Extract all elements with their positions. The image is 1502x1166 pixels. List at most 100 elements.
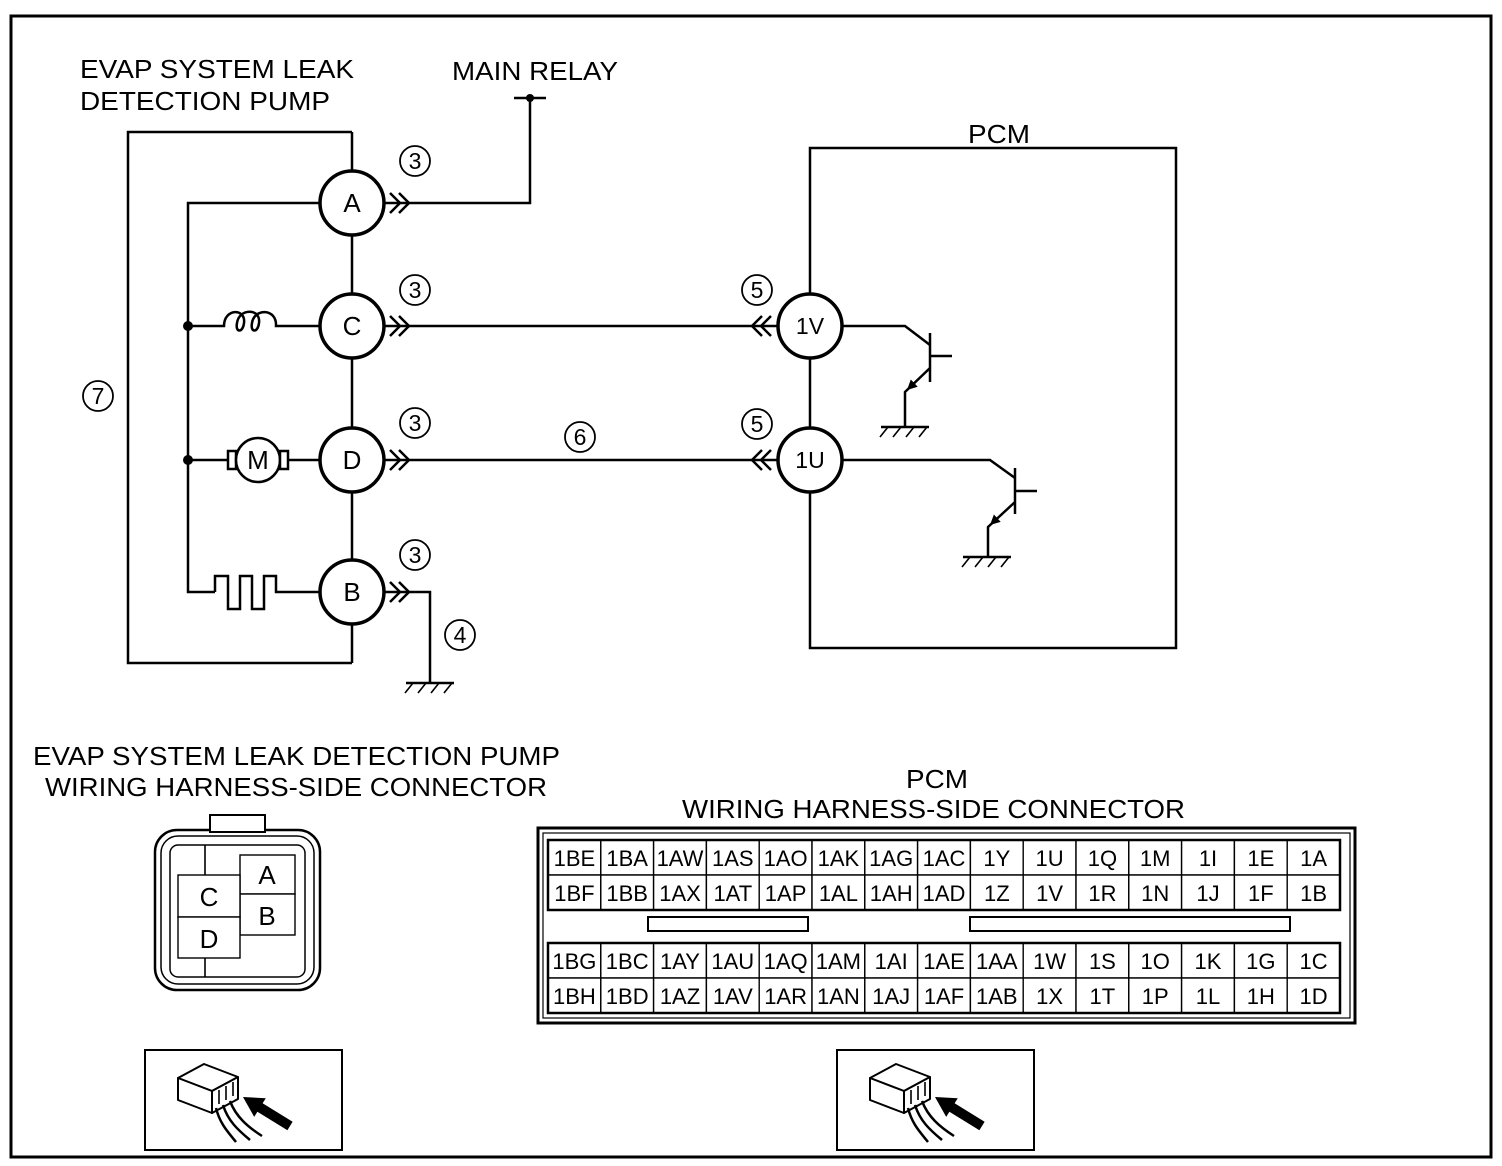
heater-element-symbol: [213, 574, 320, 611]
callout-ring: [399, 539, 431, 571]
pcm-pin-label: 1L: [1196, 984, 1220, 1009]
transistor-collector-lead: [842, 458, 1016, 480]
pcm-pin-label: 1AF: [924, 984, 964, 1009]
terminal-cell-d: [177, 916, 241, 959]
emitter-arrow-icon: [990, 514, 1001, 525]
pcm-pin-cell: [1180, 839, 1236, 876]
callout-number: 3: [409, 542, 422, 568]
pcm-connector-title-line1: PCM: [906, 764, 968, 794]
pcm-pin-label: 1AW: [657, 846, 704, 871]
emitter-arrow-icon: [907, 379, 918, 390]
pcm-pin-label: 1BF: [554, 881, 594, 906]
pcm-pin-cell: [811, 942, 866, 979]
pcm-pin-cell: [705, 977, 760, 1014]
pcm-pin-cell: [652, 942, 708, 979]
pin-label: D: [343, 445, 362, 475]
pcm-pin-cell: [1180, 874, 1236, 911]
connector-housing-inner: [160, 835, 315, 985]
pcm-pin-label: 1D: [1300, 984, 1328, 1009]
callout-number: 3: [409, 148, 422, 174]
ground-hatch: [404, 682, 453, 694]
pcm-pin-label: 1AO: [764, 846, 808, 871]
pin-label: 1U: [795, 447, 824, 473]
connector-wires: [214, 1100, 263, 1143]
connector-mark-pump-c: [389, 315, 411, 337]
pcm-pin-1v: 1V: [776, 292, 844, 360]
pump-title-line1: EVAP SYSTEM LEAK: [80, 54, 355, 84]
callout-ring: [741, 408, 773, 440]
pcm-pin-label: 1C: [1300, 949, 1328, 974]
pump-connector-title-line1: EVAP SYSTEM LEAK DETECTION PUMP: [33, 741, 560, 771]
pcm-pin-label: 1BD: [606, 984, 649, 1009]
callout-ring: [82, 380, 114, 412]
motor-brush-right: [278, 449, 290, 471]
pump-connector-title-line2: WIRING HARNESS-SIDE CONNECTOR: [45, 772, 547, 802]
pcm-pin-cell: [547, 942, 602, 979]
main-relay-label: MAIN RELAY: [452, 56, 618, 86]
terminal-cell-c: [177, 874, 241, 918]
callout-number: 6: [574, 424, 587, 450]
terminal-label-d: D: [200, 924, 219, 954]
ground-hatch: [879, 426, 928, 438]
pcm-pin-label: 1J: [1196, 881, 1219, 906]
pcm-pin-label: 1BE: [554, 846, 596, 871]
pcm-pin-cell: [969, 977, 1024, 1014]
motor-label: M: [247, 445, 269, 475]
pcm-pin-cell: [864, 977, 919, 1014]
pin-label: C: [343, 311, 362, 341]
pcm-pin-label: 1P: [1142, 984, 1169, 1009]
pcm-pin-label: 1AX: [659, 881, 701, 906]
main-relay-terminal-dot: [526, 94, 534, 102]
pcm-pin-label: 1AZ: [660, 984, 700, 1009]
callout-ring: [399, 407, 431, 439]
callout-number: 4: [454, 622, 467, 648]
solenoid-coil-symbol: [188, 310, 320, 332]
connector-cavity: [169, 844, 306, 978]
connector-block-icon: [869, 1063, 955, 1143]
pcm-pin-cell: [1022, 874, 1077, 911]
pcm-pin-label: 1AL: [819, 881, 858, 906]
pump-schematic: EVAP SYSTEM LEAK DETECTION PUMP M A C D: [80, 54, 386, 665]
pcm-pin-label: 1AK: [818, 846, 860, 871]
terminal-label-b: B: [258, 901, 275, 931]
callouts: 3 3 3 3 7 4 5 5: [82, 145, 773, 651]
pcm-output-transistor-1v: [842, 324, 952, 438]
pcm-pin-label: 1G: [1246, 949, 1275, 974]
pump-pin-b: B: [318, 558, 386, 626]
pcm-pin-label: 1AU: [711, 949, 754, 974]
callout-ring: [399, 274, 431, 306]
pcm-pin-label: 1N: [1141, 881, 1169, 906]
callout-ring: [399, 145, 431, 177]
connector-terminal-holes: [218, 1082, 234, 1104]
pcm-key-slot-right: [969, 916, 1291, 932]
pump-pin-d: D: [318, 426, 386, 494]
pump-pin-c: C: [318, 292, 386, 360]
pcm-pin-cell: [652, 874, 708, 911]
pcm-pin-cell: [1286, 839, 1341, 876]
connector-mark-pump-a: [389, 192, 411, 214]
wiring: MAIN RELAY: [384, 56, 778, 694]
pcm-pin-label: 1X: [1036, 984, 1063, 1009]
transistor-emitter-lead: [986, 501, 1016, 557]
pcm-pin-label: 1S: [1089, 949, 1116, 974]
pcm-pin-label: 1AT: [713, 881, 752, 906]
pcm-pin-label: 1Q: [1088, 846, 1117, 871]
callout-pump-pin-d: 3: [399, 407, 431, 439]
pcm-pin-label: 1AR: [764, 984, 807, 1009]
transistor-emitter-lead: [903, 367, 931, 427]
pcm-pin-cell: [1180, 942, 1236, 979]
terminal-cell-a: [239, 854, 296, 895]
callout-pump-pin-c: 3: [399, 274, 431, 306]
pcm-pin-cell: [705, 839, 760, 876]
pcm-pin-label: 1BG: [552, 949, 596, 974]
connector-mark-pcm-1v: [750, 315, 772, 337]
pcm-pin-label: 1Y: [983, 846, 1010, 871]
pcm-pin-cell: [758, 874, 813, 911]
pcm-pin-label: 1AH: [870, 881, 913, 906]
terminal-label-a: A: [258, 860, 276, 890]
pcm-pin-cell: [705, 942, 760, 979]
view-arrow-icon: [243, 1097, 293, 1131]
